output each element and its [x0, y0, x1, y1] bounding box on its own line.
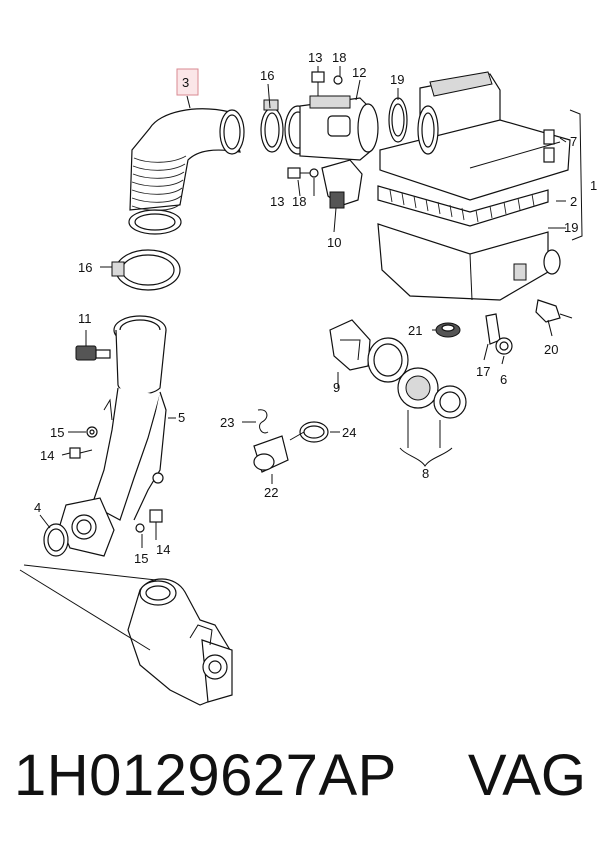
- air-filter-housing-bottom[interactable]: [377, 223, 561, 301]
- assembly-line-turbo-2: [19, 569, 151, 651]
- callout-numbers: 3 16 13 18 12 19 7 1 2 19 13 18 10 16 11…: [34, 50, 597, 566]
- air-filter-housing-top[interactable]: [379, 71, 571, 201]
- sealing-ring-19-upper[interactable]: [388, 97, 408, 143]
- footer: 1H0129627AP VAG: [0, 742, 600, 832]
- callout-8[interactable]: 8: [422, 466, 429, 481]
- bolt-13-lower[interactable]: [287, 167, 319, 179]
- grommet-21[interactable]: [435, 322, 461, 338]
- callout-2[interactable]: 2: [570, 194, 577, 209]
- sensor-20[interactable]: [535, 299, 573, 323]
- air-mass-meter[interactable]: [284, 95, 379, 161]
- callout-7[interactable]: 7: [570, 134, 577, 149]
- callout-3[interactable]: 3: [182, 75, 189, 90]
- o-ring-24[interactable]: [299, 421, 329, 443]
- callout-13-upper[interactable]: 13: [308, 50, 322, 65]
- callout-23[interactable]: 23: [220, 415, 234, 430]
- intake-hose-upper[interactable]: [128, 108, 245, 235]
- callout-24[interactable]: 24: [342, 425, 356, 440]
- bracket-9[interactable]: [329, 319, 371, 371]
- callout-10[interactable]: 10: [327, 235, 341, 250]
- turbocharger[interactable]: [127, 578, 233, 706]
- brand-name: VAG: [467, 743, 586, 808]
- callout-18-upper[interactable]: 18: [332, 50, 346, 65]
- callout-1[interactable]: 1: [590, 178, 597, 193]
- callout-5[interactable]: 5: [178, 410, 185, 425]
- callout-14-right[interactable]: 14: [156, 542, 170, 557]
- sensor-10[interactable]: [321, 159, 363, 209]
- callout-19-lower[interactable]: 19: [564, 220, 578, 235]
- callout-20[interactable]: 20: [544, 342, 558, 357]
- assembly-line-turbo: [23, 564, 157, 581]
- callout-21[interactable]: 21: [408, 323, 422, 338]
- clip-23[interactable]: [257, 409, 269, 434]
- callout-12[interactable]: 12: [352, 65, 366, 80]
- callout-13-lower[interactable]: 13: [270, 194, 284, 209]
- callout-9[interactable]: 9: [333, 380, 340, 395]
- leader-lines: [39, 66, 583, 548]
- callout-15-right[interactable]: 15: [134, 551, 148, 566]
- highlight-box: [176, 68, 199, 96]
- bolt-13-upper[interactable]: [311, 71, 343, 96]
- callout-19-upper[interactable]: 19: [390, 72, 404, 87]
- air-filter-element[interactable]: [377, 185, 549, 227]
- hose-clamp-upper[interactable]: [260, 99, 284, 153]
- callout-17[interactable]: 17: [476, 364, 490, 379]
- intake-pipe[interactable]: [59, 315, 167, 557]
- callout-16-lower[interactable]: 16: [78, 260, 92, 275]
- sensor-22[interactable]: [253, 435, 289, 473]
- callout-11[interactable]: 11: [78, 311, 92, 326]
- flap-assembly-8[interactable]: [367, 337, 467, 467]
- gasket-4[interactable]: [43, 523, 69, 557]
- seal-17[interactable]: [485, 313, 501, 345]
- callout-22[interactable]: 22: [264, 485, 278, 500]
- callout-14-left[interactable]: 14: [40, 448, 54, 463]
- clip-7[interactable]: [543, 129, 555, 163]
- part-number: 1H0129627AP: [14, 743, 397, 808]
- callout-15-left[interactable]: 15: [50, 425, 64, 440]
- callout-18-lower[interactable]: 18: [292, 194, 306, 209]
- hose-clamp-lower[interactable]: [111, 249, 181, 291]
- callout-16-upper[interactable]: 16: [260, 68, 274, 83]
- callout-6[interactable]: 6: [500, 372, 507, 387]
- sensor-11[interactable]: [75, 332, 111, 361]
- callout-4[interactable]: 4: [34, 500, 41, 515]
- bolt-washer-right[interactable]: [135, 509, 163, 540]
- cap-6[interactable]: [495, 337, 513, 355]
